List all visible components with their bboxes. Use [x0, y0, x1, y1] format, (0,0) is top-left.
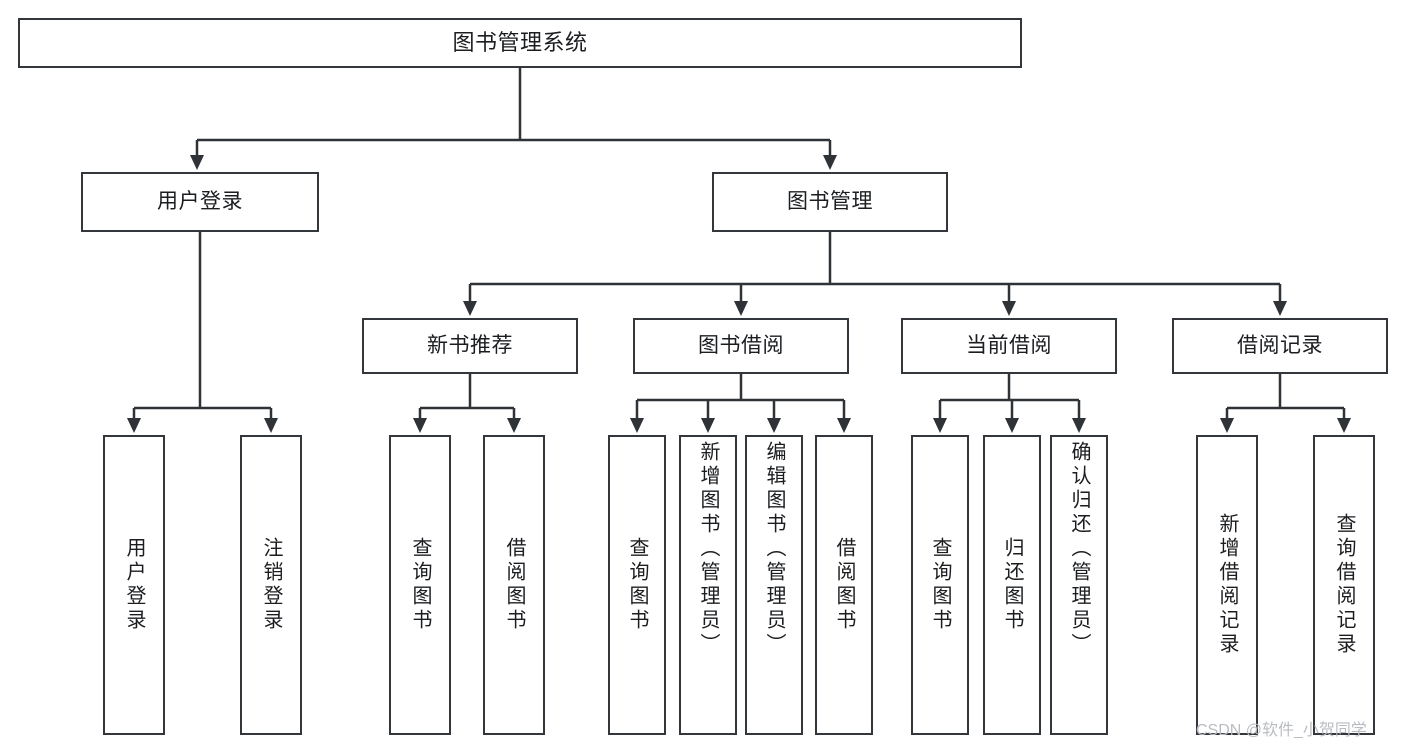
node-current-borrow[interactable]: 当前借阅: [901, 318, 1117, 374]
node-leaf-borrow-book-2[interactable]: 借阅图书: [815, 435, 873, 735]
arrowhead: [1005, 418, 1019, 433]
node-leaf-user-login[interactable]: 用户登录: [103, 435, 165, 735]
arrowhead: [127, 418, 141, 433]
connector-level1-to-level2: [468, 232, 1282, 306]
node-label: 当前借阅: [966, 333, 1052, 357]
arrowhead: [264, 418, 278, 433]
connector-level2-to-leaves-recommend: [418, 374, 516, 423]
node-label: 用户登录: [123, 537, 145, 633]
arrowhead: [413, 418, 427, 433]
node-label: 图书借阅: [698, 333, 784, 357]
arrowhead: [507, 418, 521, 433]
arrowhead: [1220, 418, 1234, 433]
node-label: 查询图书: [409, 537, 431, 633]
node-new-book-recommend[interactable]: 新书推荐: [362, 318, 578, 374]
arrowhead: [933, 418, 947, 433]
arrowhead: [767, 418, 781, 433]
node-leaf-logout[interactable]: 注销登录: [240, 435, 302, 735]
node-book-manage[interactable]: 图书管理: [712, 172, 948, 232]
node-user-login[interactable]: 用户登录: [81, 172, 319, 232]
node-label: 借阅记录: [1237, 333, 1323, 357]
node-leaf-borrow-book-1[interactable]: 借阅图书: [483, 435, 545, 735]
node-label: 注销登录: [260, 537, 282, 633]
connector-root-to-level1: [195, 68, 832, 160]
connector-level1-to-leaves-left: [132, 232, 273, 423]
node-label: 新书推荐: [427, 333, 513, 357]
node-leaf-query-book-1[interactable]: 查询图书: [389, 435, 451, 735]
node-label: 查询借阅记录: [1333, 513, 1355, 657]
node-leaf-return-book[interactable]: 归还图书: [983, 435, 1041, 735]
arrowhead: [837, 418, 851, 433]
node-leaf-query-book-3[interactable]: 查询图书: [911, 435, 969, 735]
arrowhead: [463, 301, 477, 316]
arrowhead: [190, 155, 204, 170]
node-root-system[interactable]: 图书管理系统: [18, 18, 1022, 68]
node-leaf-confirm-return[interactable]: 确认归还（管理员）: [1050, 435, 1108, 735]
node-borrow-record[interactable]: 借阅记录: [1172, 318, 1388, 374]
node-label: 编辑图书（管理员）: [763, 441, 785, 657]
node-label: 查询图书: [626, 537, 648, 633]
node-label: 借阅图书: [503, 537, 525, 633]
node-leaf-query-record[interactable]: 查询借阅记录: [1313, 435, 1375, 735]
node-leaf-add-record[interactable]: 新增借阅记录: [1196, 435, 1258, 735]
node-leaf-add-book[interactable]: 新增图书（管理员）: [679, 435, 737, 735]
node-leaf-query-book-2[interactable]: 查询图书: [608, 435, 666, 735]
arrowhead: [630, 418, 644, 433]
node-label: 归还图书: [1001, 537, 1023, 633]
node-label: 图书管理: [787, 189, 873, 213]
node-book-borrow[interactable]: 图书借阅: [633, 318, 849, 374]
arrowhead: [823, 155, 837, 170]
node-label: 确认归还（管理员）: [1068, 441, 1090, 657]
arrowhead: [734, 301, 748, 316]
arrowhead: [1337, 418, 1351, 433]
node-label: 新增图书（管理员）: [697, 441, 719, 657]
node-label: 借阅图书: [833, 537, 855, 633]
connector-level2-to-leaves-record: [1225, 374, 1346, 423]
node-label: 新增借阅记录: [1216, 513, 1238, 657]
arrowhead: [1002, 301, 1016, 316]
arrowhead: [701, 418, 715, 433]
node-label: 查询图书: [929, 537, 951, 633]
watermark: CSDN @软件_小贺同学: [1196, 722, 1367, 739]
connector-level2-to-leaves-current: [938, 374, 1081, 423]
node-leaf-edit-book[interactable]: 编辑图书（管理员）: [745, 435, 803, 735]
node-label: 用户登录: [157, 189, 243, 213]
node-label: 图书管理系统: [452, 30, 588, 56]
arrowhead: [1072, 418, 1086, 433]
arrowhead: [1273, 301, 1287, 316]
connector-level2-to-leaves-borrow: [635, 374, 846, 423]
